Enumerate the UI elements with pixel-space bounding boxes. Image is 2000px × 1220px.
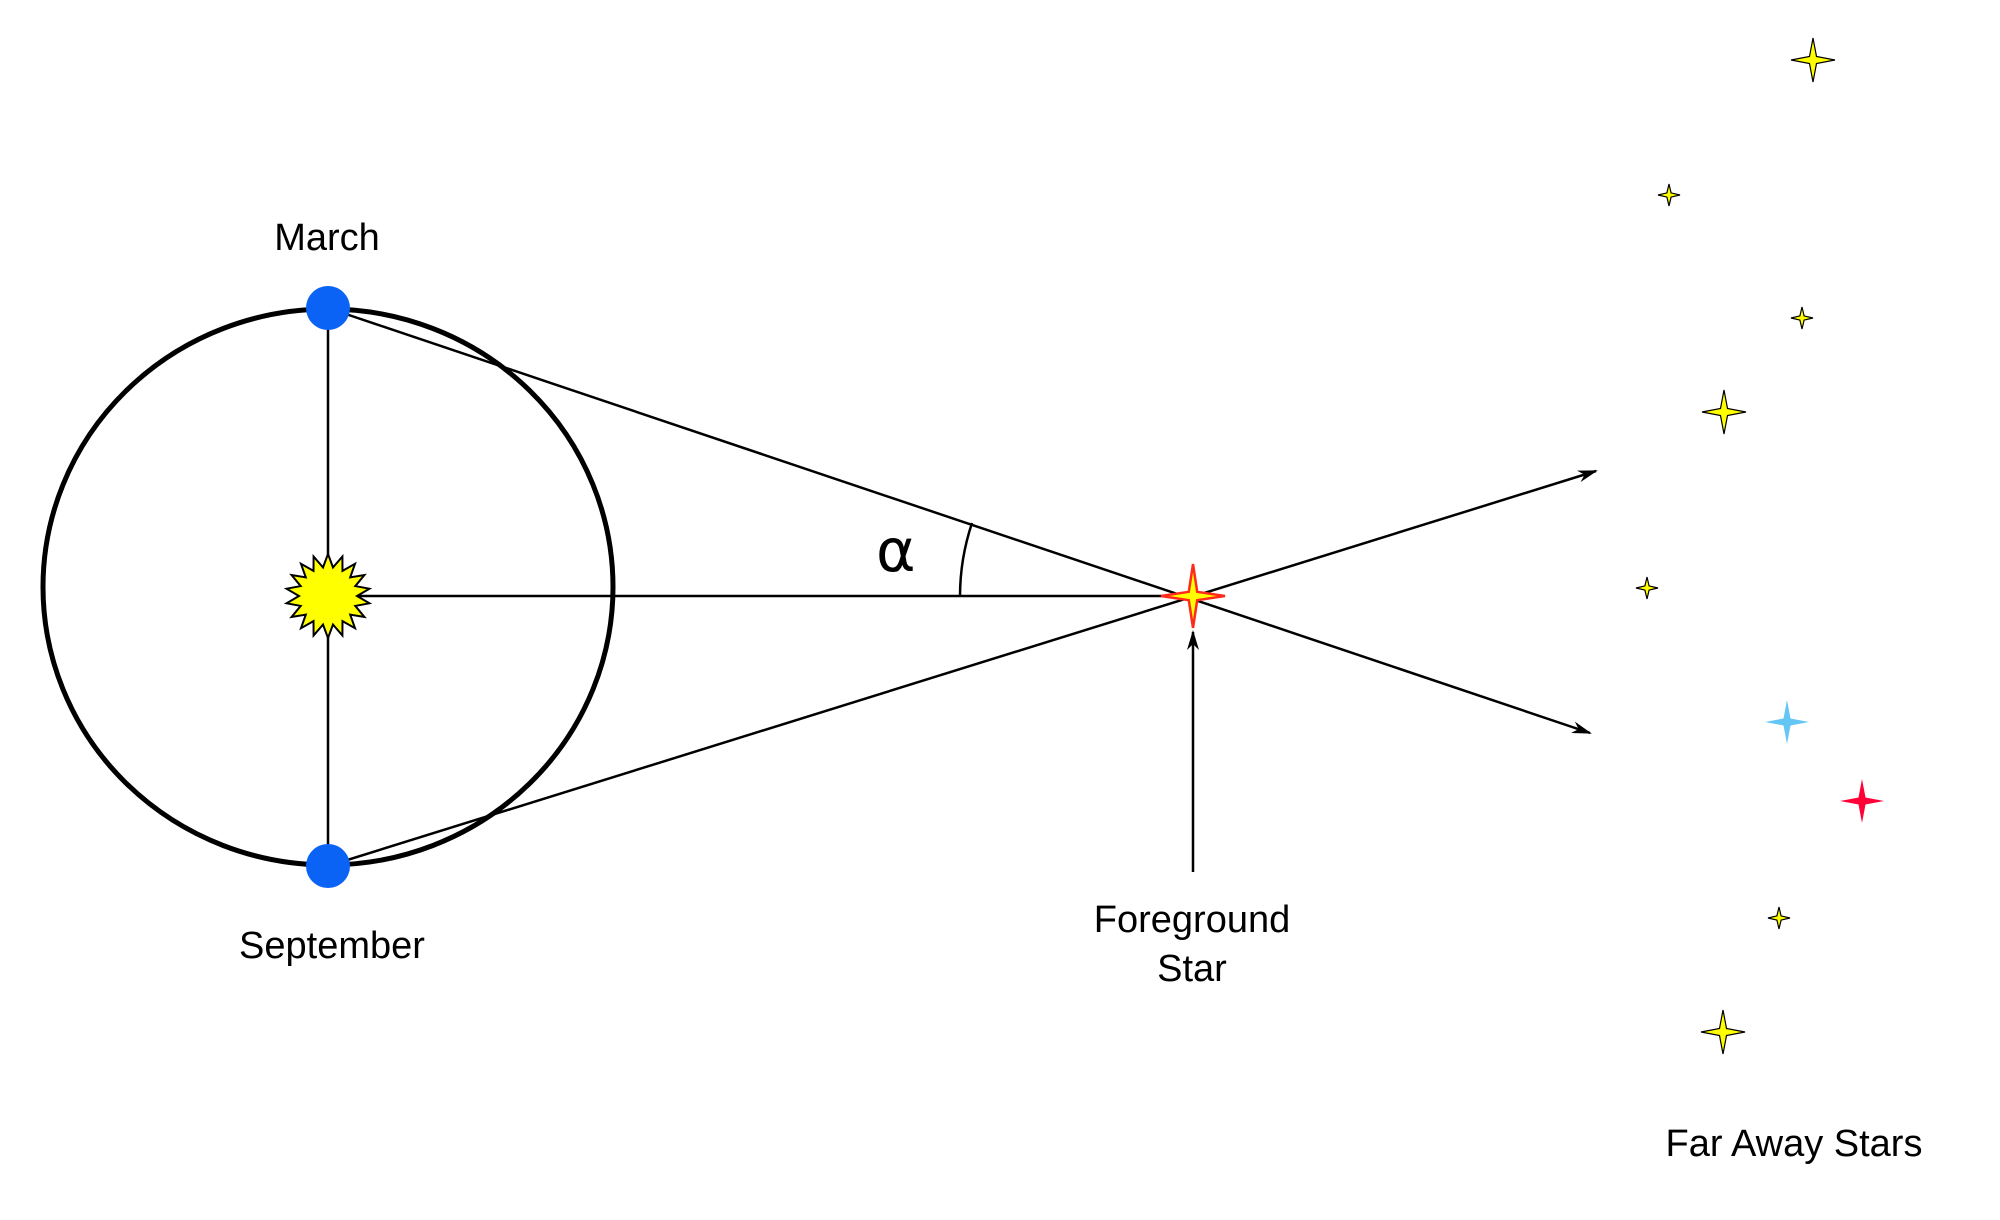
september-sight-line bbox=[327, 469, 1598, 868]
foreground-star-label-line2: Star bbox=[1157, 948, 1227, 990]
foreground-star-label-line1: Foreground bbox=[1094, 899, 1290, 941]
star-icon bbox=[1790, 306, 1814, 330]
foreground-star-icon bbox=[1160, 563, 1226, 629]
star-icon bbox=[1701, 389, 1747, 435]
earth-icon-march bbox=[306, 286, 350, 330]
angle-label: α bbox=[876, 516, 916, 586]
september-label: September bbox=[239, 925, 425, 967]
earth-icon-september bbox=[306, 844, 350, 888]
angle-arc bbox=[958, 522, 974, 597]
far-away-stars-label: Far Away Stars bbox=[1666, 1123, 1923, 1165]
star-icon bbox=[1657, 183, 1681, 207]
star-icon bbox=[1700, 1009, 1746, 1055]
star-icon bbox=[1840, 779, 1884, 823]
star-icon bbox=[1765, 700, 1809, 744]
march-sight-line bbox=[327, 306, 1592, 735]
sun-icon bbox=[283, 551, 373, 641]
star-icon bbox=[1635, 576, 1659, 600]
star-icon bbox=[1790, 37, 1836, 83]
march-label: March bbox=[274, 217, 380, 259]
star-icon bbox=[1767, 906, 1791, 930]
